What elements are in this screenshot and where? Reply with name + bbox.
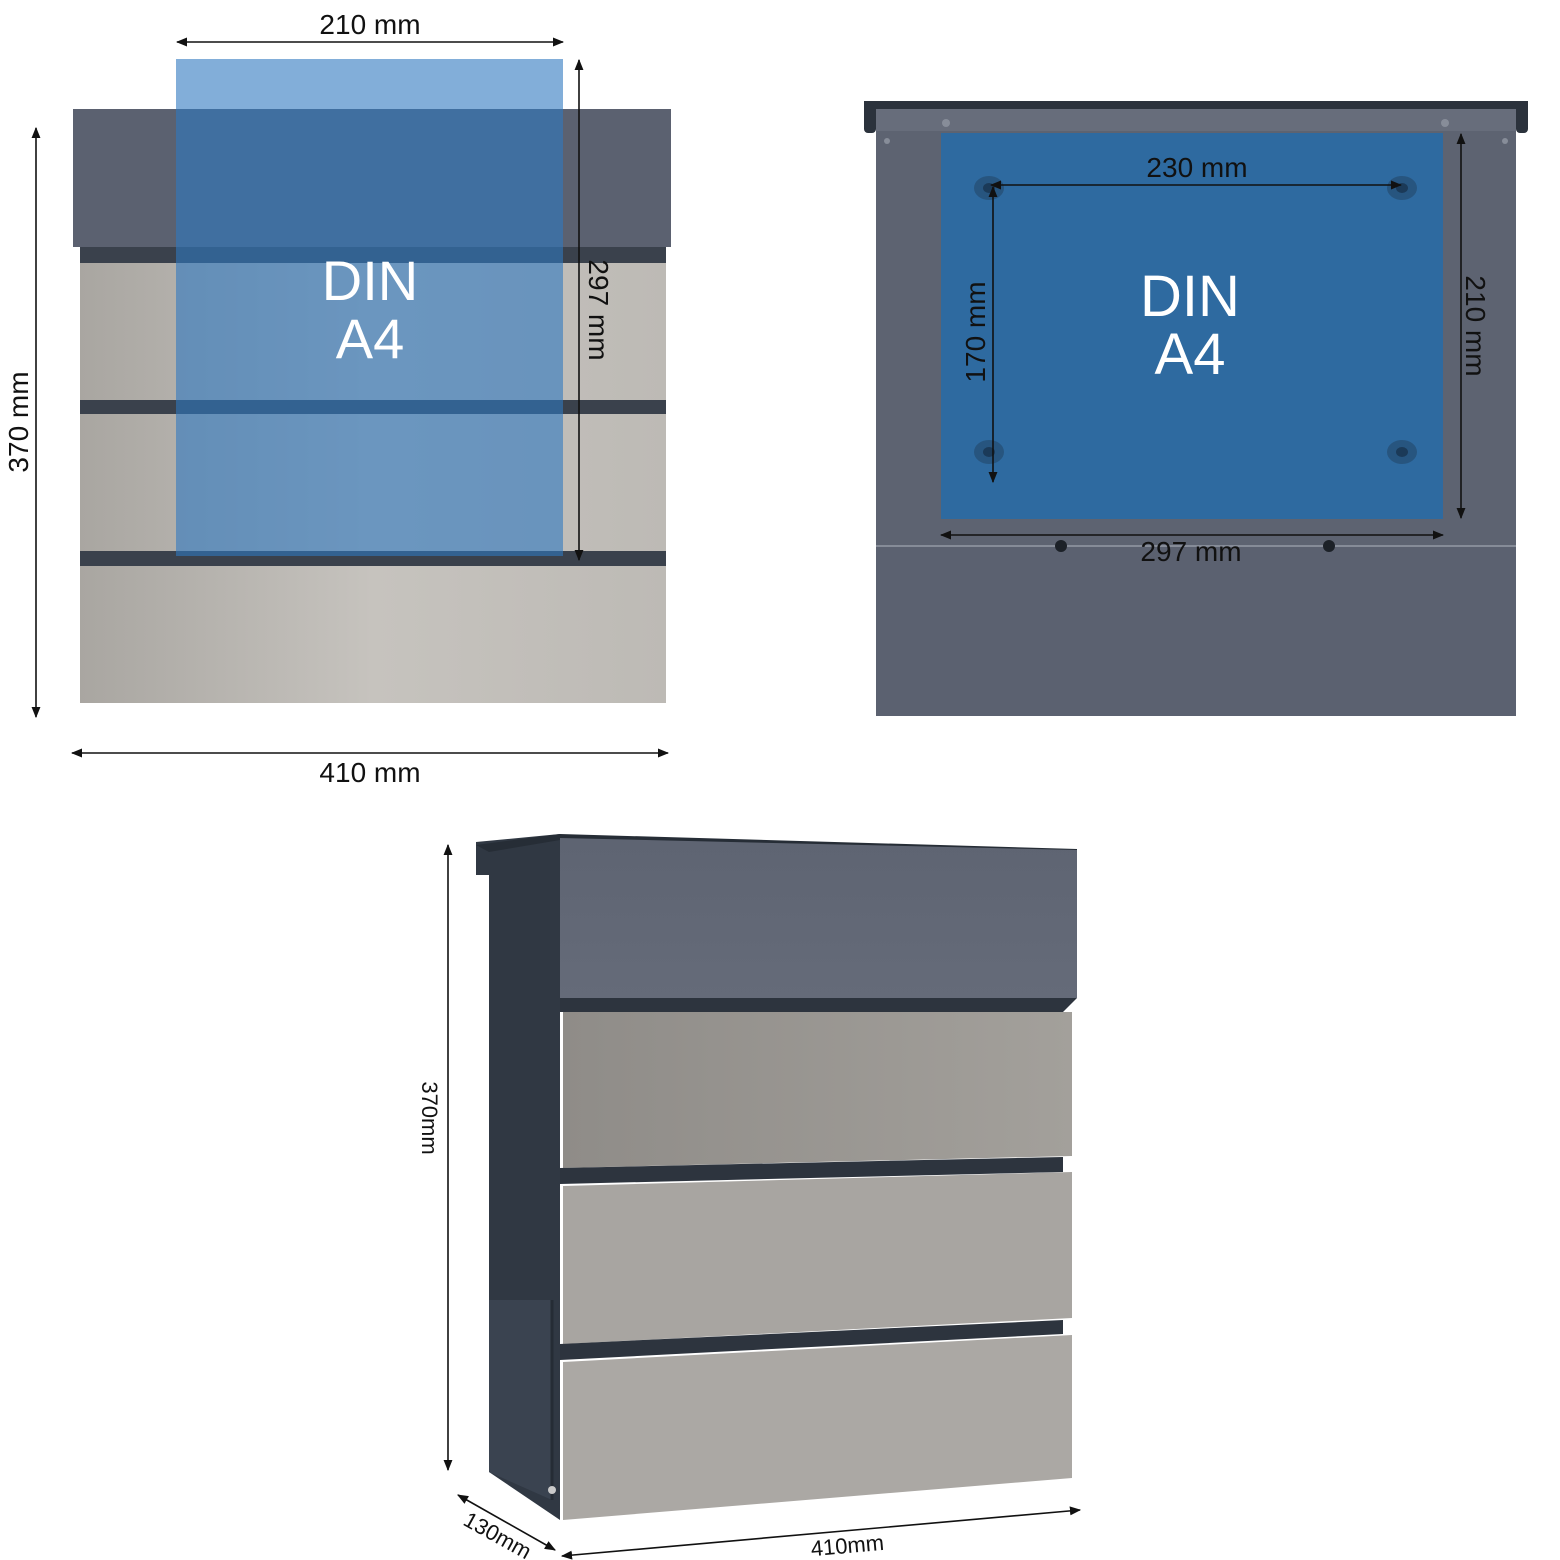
box-side-lower-cutout — [489, 1300, 552, 1500]
perspective-height-label: 370mm — [417, 1081, 442, 1154]
back-panel-top-band — [876, 109, 1516, 131]
rivet-icon — [1055, 540, 1067, 552]
a4-overlay-portrait — [176, 59, 563, 556]
front-width-label: 410 mm — [319, 757, 420, 788]
screw-icon — [942, 119, 950, 127]
box-steel-panel-2 — [563, 1172, 1072, 1344]
box-lid-front — [560, 838, 1077, 998]
mount-hole-icon — [1387, 176, 1417, 200]
front-height-label: 370 mm — [3, 371, 34, 472]
a4-height-label: 297 mm — [583, 259, 614, 360]
perspective-width-arrow — [560, 1506, 1082, 1560]
screw-icon — [1441, 119, 1449, 127]
mount-hole-icon — [974, 440, 1004, 464]
box-gap-2 — [560, 1157, 1063, 1184]
a4-landscape-height-label: 210 mm — [1460, 275, 1491, 376]
hole-width-label: 230 mm — [1146, 152, 1247, 183]
a4-label-line1: DIN — [322, 249, 418, 312]
perspective-view: 370mm 130mm 410mm — [417, 834, 1082, 1560]
a4-overlay-landscape — [941, 133, 1443, 519]
back-rail-lip-right — [1516, 105, 1528, 133]
hole-height-label: 170 mm — [960, 281, 991, 382]
back-view: DIN A4 230 mm 170 mm 210 mm 297 mm — [864, 101, 1528, 716]
box-gap-3 — [560, 1320, 1063, 1360]
a4-label-line2: A4 — [336, 307, 405, 370]
back-lower-panel — [876, 546, 1516, 716]
back-rail-lip-left — [864, 105, 876, 133]
front-steel-panel-3 — [80, 566, 666, 703]
screw-icon — [1502, 138, 1508, 144]
mount-hole-icon — [974, 176, 1004, 200]
box-gap-1 — [560, 998, 1077, 1012]
front-view: DIN A4 210 mm 297 mm 370 mm 410 mm — [3, 9, 671, 788]
perspective-depth-arrow — [457, 1494, 556, 1551]
perspective-width-label: 410mm — [810, 1530, 885, 1560]
box-steel-panel-3 — [563, 1335, 1072, 1520]
back-top-rail — [864, 101, 1528, 109]
a4-label-line2: A4 — [1155, 322, 1226, 387]
lock-screw-icon — [548, 1486, 556, 1494]
a4-width-label: 210 mm — [319, 9, 420, 40]
a4-label-line1: DIN — [1140, 264, 1240, 329]
box-steel-panel-1 — [563, 1012, 1072, 1168]
mount-hole-icon — [1387, 440, 1417, 464]
screw-icon — [884, 138, 890, 144]
a4-landscape-width-label: 297 mm — [1140, 536, 1241, 567]
rivet-icon — [1323, 540, 1335, 552]
